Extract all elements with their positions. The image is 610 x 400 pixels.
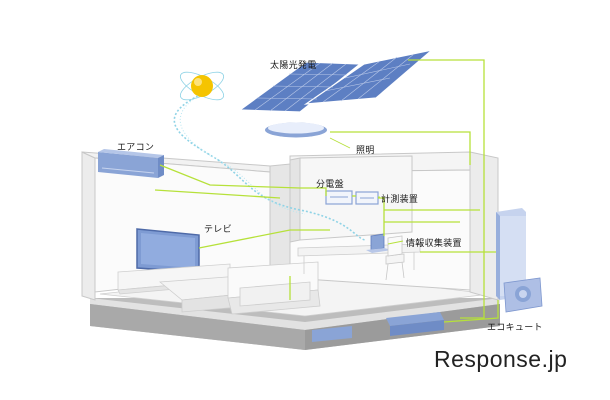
ceiling-light-icon <box>265 122 327 138</box>
underfloor-units <box>312 312 444 342</box>
wiring-lines <box>154 59 499 323</box>
label-leaders <box>329 137 404 245</box>
laptop-icon <box>366 233 392 253</box>
label-measuring-device: 計測装置 <box>381 195 419 205</box>
label-air-conditioner: エアコン <box>117 143 155 153</box>
response-jp-watermark: Response.jp <box>434 346 568 372</box>
heat-pump-unit-icon <box>503 277 543 313</box>
label-ecocute: エコキュート <box>487 323 543 333</box>
air-conditioner-icon <box>98 149 164 178</box>
panelboard-icon <box>325 190 353 205</box>
label-info-collector: 情報収集装置 <box>406 239 462 249</box>
wireless-link-curve <box>173 95 366 241</box>
label-panelboard: 分電盤 <box>316 180 344 190</box>
label-solar-power: 太陽光発電 <box>270 61 317 71</box>
sun-icon <box>179 71 225 101</box>
chair <box>385 235 405 281</box>
solar-panel-array <box>238 48 435 113</box>
label-lighting: 照明 <box>356 146 375 156</box>
measuring-device-icon <box>355 191 379 205</box>
sofa <box>158 261 321 315</box>
label-television: テレビ <box>204 225 232 235</box>
